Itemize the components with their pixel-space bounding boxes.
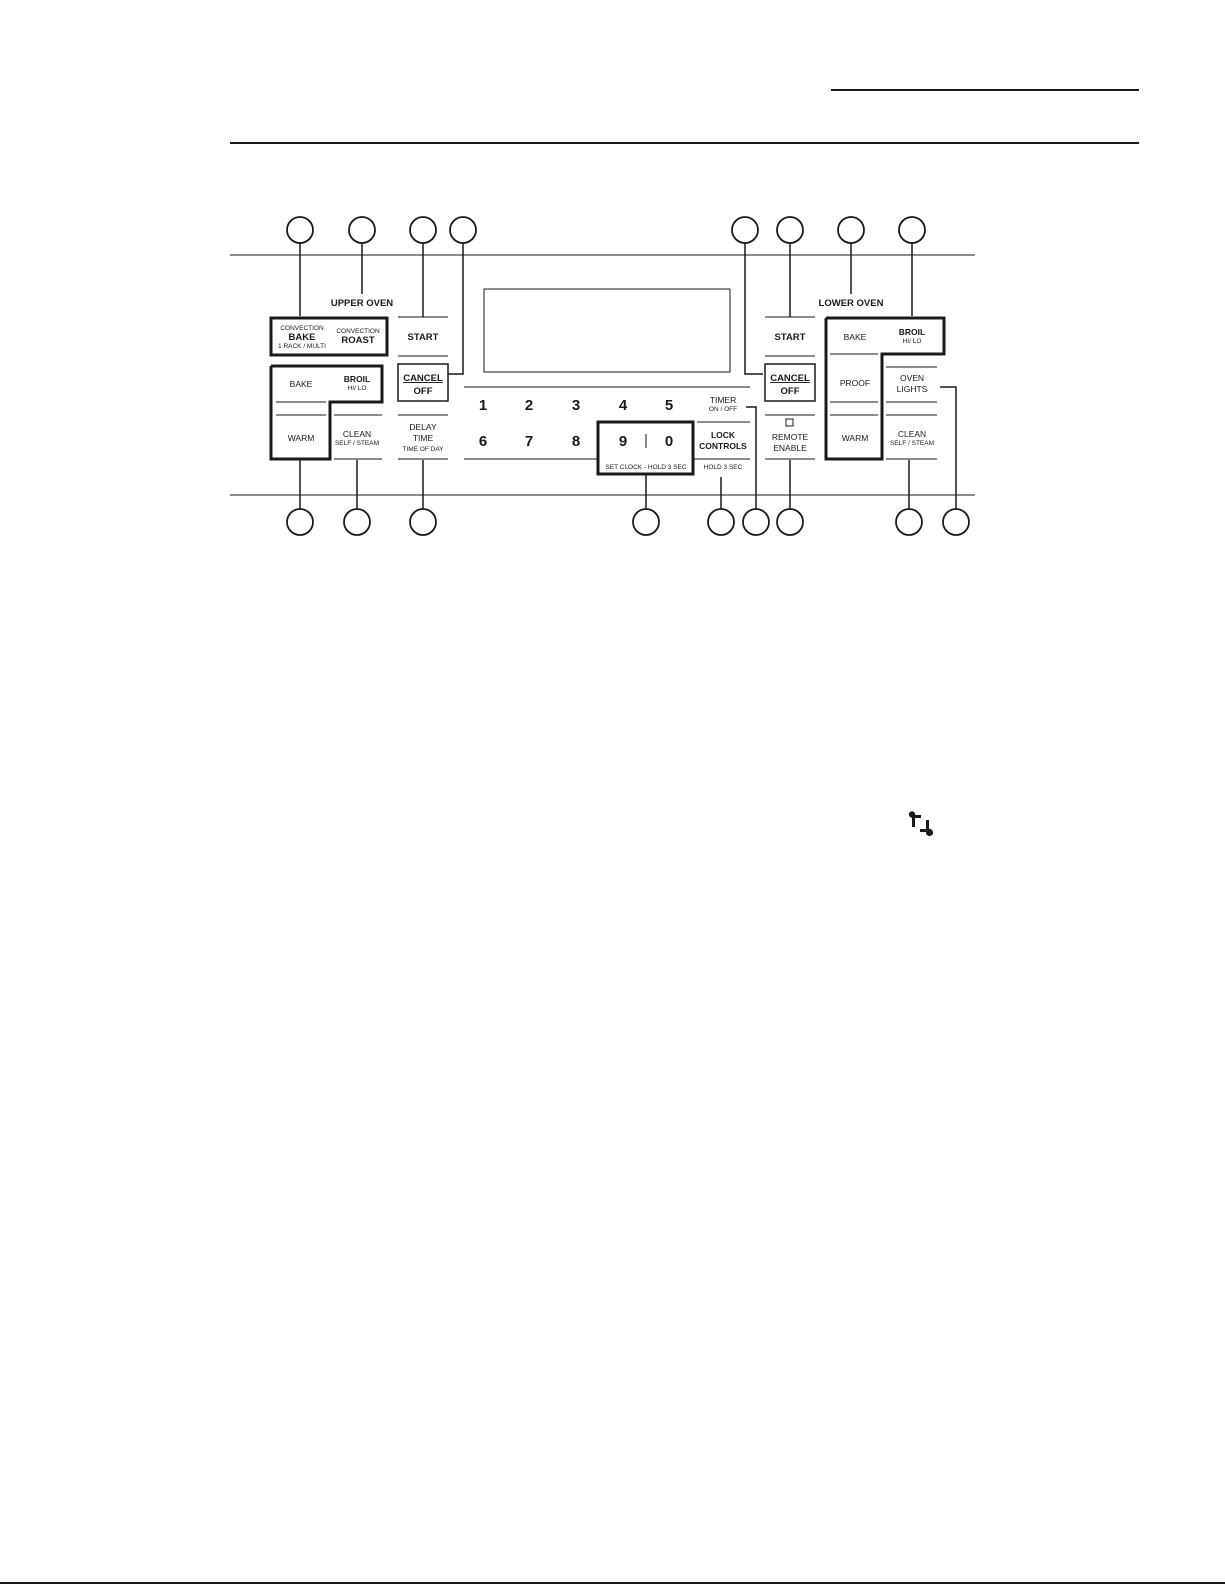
lower-clean-label: CLEAN bbox=[898, 429, 926, 439]
enable-label: ENABLE bbox=[773, 443, 807, 453]
key-1[interactable]: 1 bbox=[479, 397, 487, 414]
header-short-rule bbox=[831, 89, 1139, 91]
conv-roast-top: CONVECTION bbox=[336, 328, 380, 335]
convection-group-outline bbox=[269, 316, 389, 357]
upper-warm-button[interactable]: WARM bbox=[288, 433, 315, 443]
callout-circle bbox=[409, 216, 437, 244]
key-3[interactable]: 3 bbox=[572, 397, 580, 414]
conv-roast-label: ROAST bbox=[341, 335, 374, 346]
lower-warm-button[interactable]: WARM bbox=[842, 433, 869, 443]
callout-circle bbox=[409, 508, 437, 536]
key-7[interactable]: 7 bbox=[525, 433, 533, 450]
callout-circle bbox=[776, 216, 804, 244]
timer-label: TIMER bbox=[710, 395, 736, 405]
timer-button[interactable]: TIMER ON / OFF bbox=[709, 395, 737, 413]
upper-broil-label: BROIL bbox=[344, 374, 370, 384]
control-panel-diagram: UPPER OVEN CONVECTION BAKE 1 RACK / MULT… bbox=[230, 216, 975, 536]
callout-circles-top bbox=[286, 216, 926, 244]
callout-circle bbox=[742, 508, 770, 536]
header-long-rule bbox=[230, 142, 1139, 144]
key-8[interactable]: 8 bbox=[572, 433, 580, 450]
upper-clean-button[interactable]: CLEAN SELF / STEAM bbox=[335, 429, 379, 447]
lower-broil-button[interactable]: BROIL HI/ LO bbox=[899, 327, 925, 345]
lower-broil-label: BROIL bbox=[899, 327, 925, 337]
upper-start-button[interactable]: START bbox=[408, 332, 439, 343]
remote-indicator-light bbox=[785, 418, 794, 427]
set-clock-group-outline bbox=[596, 420, 695, 476]
upper-clean-label: CLEAN bbox=[343, 429, 371, 439]
callout-leaders bbox=[299, 243, 957, 509]
display-window bbox=[483, 288, 731, 373]
key-6[interactable]: 6 bbox=[479, 433, 487, 450]
callout-circle bbox=[776, 508, 804, 536]
key-2[interactable]: 2 bbox=[525, 397, 533, 414]
loop-icon bbox=[908, 811, 934, 837]
callout-circle bbox=[707, 508, 735, 536]
lower-mode-group-outline bbox=[824, 316, 946, 461]
lower-broil-sub: HI/ LO bbox=[903, 338, 922, 345]
lights-label: LIGHTS bbox=[897, 384, 928, 394]
time-label: TIME bbox=[413, 433, 434, 443]
delay-label: DELAY bbox=[409, 422, 437, 432]
oven-lights-button[interactable]: OVEN LIGHTS bbox=[897, 373, 928, 394]
key-4[interactable]: 4 bbox=[619, 397, 628, 414]
callout-circle bbox=[449, 216, 477, 244]
footer-rule bbox=[0, 1582, 1225, 1584]
proof-button[interactable]: PROOF bbox=[840, 378, 870, 388]
upper-mode-group-outline bbox=[269, 364, 384, 461]
callout-circle bbox=[343, 508, 371, 536]
callout-circle bbox=[286, 216, 314, 244]
set-clock-caption: SET CLOCK - HOLD 3 SEC bbox=[605, 464, 686, 471]
key-9[interactable]: 9 bbox=[619, 433, 627, 450]
lower-start-button[interactable]: START bbox=[775, 332, 806, 343]
callout-circle bbox=[348, 216, 376, 244]
callout-circle bbox=[632, 508, 660, 536]
lower-cancel-button[interactable]: CANCEL OFF bbox=[770, 373, 810, 397]
remote-enable-button[interactable]: REMOTE ENABLE bbox=[772, 432, 809, 453]
callout-circle bbox=[837, 216, 865, 244]
time-of-day-label: TIME OF DAY bbox=[402, 446, 444, 453]
lower-bake-button[interactable]: BAKE bbox=[844, 332, 867, 342]
callout-circle bbox=[942, 508, 970, 536]
conv-bake-button[interactable]: CONVECTION BAKE 1 RACK / MULTI bbox=[278, 325, 326, 350]
timer-sub: ON / OFF bbox=[709, 406, 737, 413]
oven-label: OVEN bbox=[900, 373, 924, 383]
conv-bake-top: CONVECTION bbox=[280, 325, 324, 332]
upper-oven-title: UPPER OVEN bbox=[331, 298, 393, 309]
upper-broil-sub: HI/ LO bbox=[348, 385, 367, 392]
callout-circle bbox=[895, 508, 923, 536]
lower-oven-title: LOWER OVEN bbox=[819, 298, 884, 309]
lower-clean-button[interactable]: CLEAN SELF / STEAM bbox=[890, 429, 934, 447]
lock-controls-button[interactable]: LOCK CONTROLS bbox=[699, 430, 747, 451]
delay-time-button[interactable]: DELAY TIME TIME OF DAY bbox=[402, 422, 444, 453]
key-5[interactable]: 5 bbox=[665, 397, 673, 414]
upper-clean-sub: SELF / STEAM bbox=[335, 440, 379, 447]
upper-off-label: OFF bbox=[414, 386, 433, 397]
upper-cancel-button[interactable]: CANCEL OFF bbox=[403, 373, 443, 397]
remote-label: REMOTE bbox=[772, 432, 809, 442]
lock-label: LOCK bbox=[711, 430, 736, 440]
lower-cancel-label: CANCEL bbox=[770, 373, 810, 384]
upper-cancel-label: CANCEL bbox=[403, 373, 443, 384]
upper-broil-button[interactable]: BROIL HI/ LO bbox=[344, 374, 370, 392]
lower-clean-sub: SELF / STEAM bbox=[890, 440, 934, 447]
controls-label: CONTROLS bbox=[699, 441, 747, 451]
conv-bake-label: BAKE bbox=[289, 332, 316, 343]
conv-bake-sub: 1 RACK / MULTI bbox=[278, 343, 326, 350]
callout-circle bbox=[286, 508, 314, 536]
conv-roast-button[interactable]: CONVECTION ROAST bbox=[336, 328, 380, 346]
callout-circle bbox=[898, 216, 926, 244]
upper-cancel-outline bbox=[397, 363, 449, 402]
lower-cancel-outline bbox=[764, 363, 816, 402]
callout-circle bbox=[731, 216, 759, 244]
callout-circles-bottom bbox=[286, 508, 970, 536]
key-0[interactable]: 0 bbox=[665, 433, 673, 450]
lock-hold-caption: HOLD 3 SEC bbox=[704, 464, 743, 471]
upper-bake-button[interactable]: BAKE bbox=[290, 379, 313, 389]
lower-off-label: OFF bbox=[781, 386, 800, 397]
